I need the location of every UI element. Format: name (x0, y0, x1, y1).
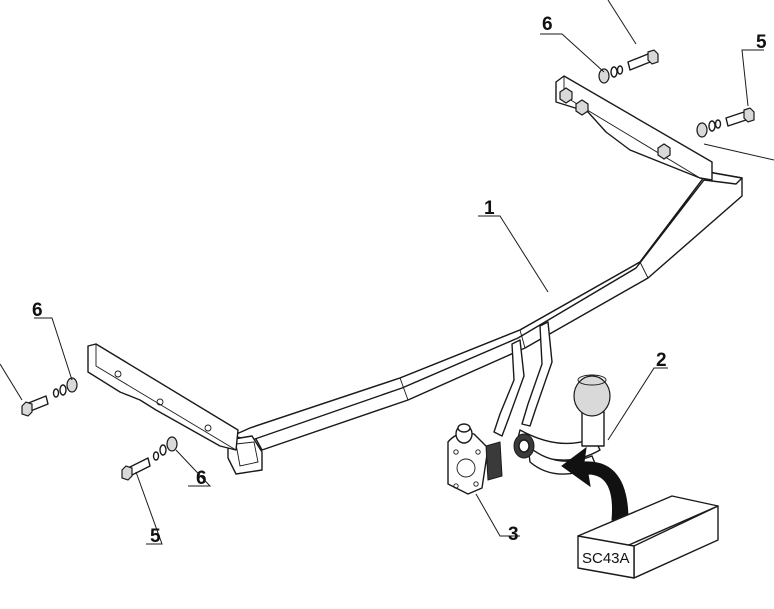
callout-bolt-left: 5 (150, 526, 161, 547)
left-fasteners (21, 377, 178, 481)
callout-washer-left-top: 6 (32, 300, 43, 321)
towball-assembly (493, 321, 611, 475)
callout-socket-plate: 3 (508, 524, 519, 545)
right-bracket (555, 75, 713, 181)
socket-plate (447, 423, 503, 495)
kit-code-label: SC43A (582, 550, 630, 567)
leader-lines (0, 0, 774, 545)
callout-frame: 1 (484, 198, 495, 219)
curved-arrow-icon (561, 446, 629, 521)
callout-towball: 2 (656, 350, 667, 371)
electrical-kit-box: SC43A (577, 495, 719, 579)
callout-washer-right: 6 (542, 14, 553, 35)
callout-bolt-right: 5 (756, 32, 767, 53)
right-fasteners (598, 49, 755, 138)
crossbar-frame (227, 171, 743, 475)
callout-washer-left-bottom: 6 (196, 468, 207, 489)
left-bracket (87, 343, 239, 451)
